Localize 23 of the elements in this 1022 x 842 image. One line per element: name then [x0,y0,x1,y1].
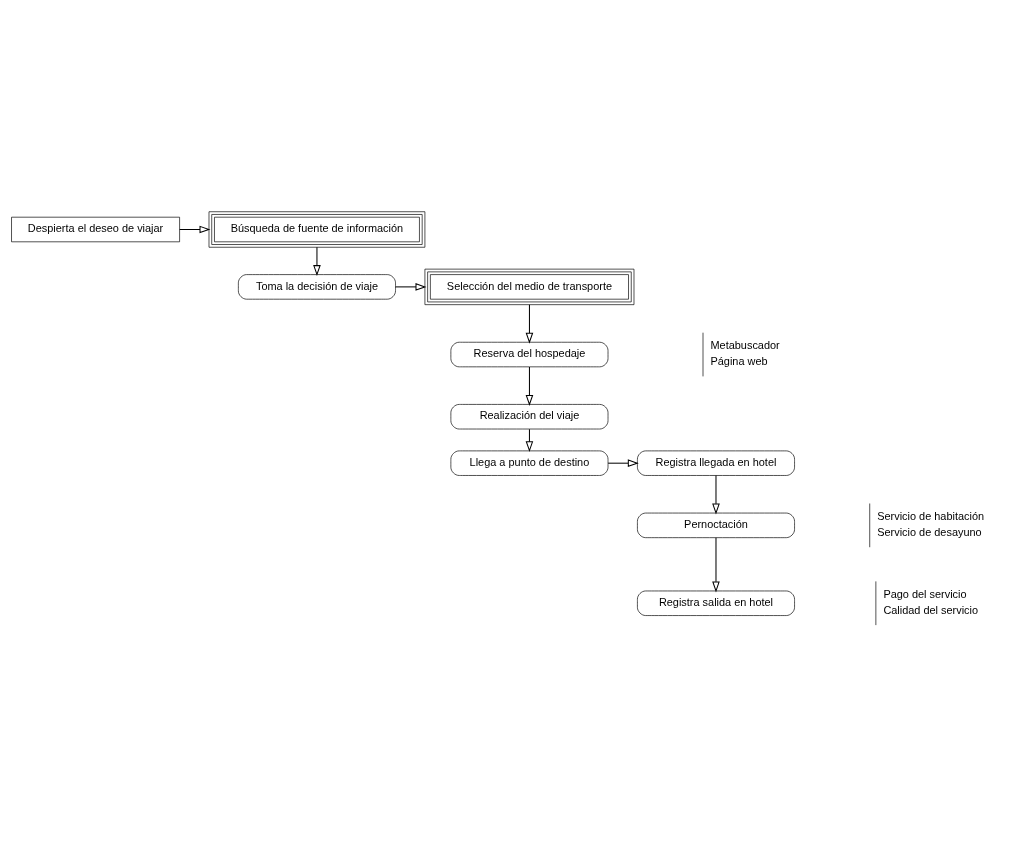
node-label: Servicio de habitación [877,509,985,522]
node-box: Registra salida en hotel [637,590,795,616]
node-box: Toma la decisión de viaje [238,273,396,300]
node-label: Servicio de desayuno [877,525,982,538]
node-label: Calidad del servicio [883,603,979,616]
node-box: Pernoctación [637,512,795,538]
node-box: Llega a punto de destino [450,450,609,476]
node-box: Realización del viaje [450,403,609,429]
node-label: Metabuscador [710,338,780,351]
arrow [607,458,639,467]
arrow [525,428,534,452]
arrow [179,225,211,233]
node-box: Reserva del hospedaje [450,341,609,367]
arrow [712,536,720,592]
node-box: Registra llegada en hotel [637,450,795,476]
arrow [525,303,534,344]
node-box: Despierta el deseo de viajar [11,216,180,242]
arrow [525,365,534,406]
arrow [313,246,321,276]
node-label: Página web [710,354,768,367]
arrow [395,282,427,291]
node-label: Pago del servicio [883,587,967,600]
arrow [712,474,720,515]
